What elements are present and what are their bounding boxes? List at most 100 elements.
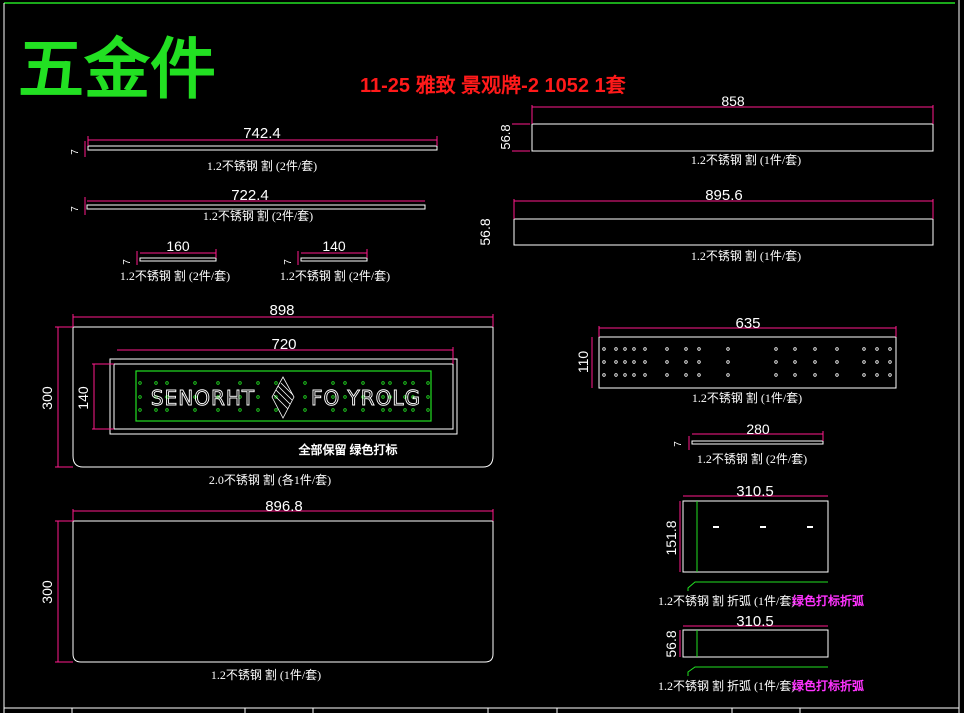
mount-dot xyxy=(813,373,817,377)
dim-thickness: 7 xyxy=(122,259,133,265)
mount-dot xyxy=(862,347,866,351)
sign-text-mirrored-right: FO YROLG xyxy=(311,386,421,410)
mount-dot xyxy=(875,360,879,364)
dim-height: 300 xyxy=(39,580,55,604)
mount-dot xyxy=(632,373,636,377)
part-back-panel: 896.8 300 1.2不锈钢 割 (1件/套) xyxy=(39,498,494,682)
dim-thickness: 7 xyxy=(673,441,684,447)
dim-width: 896.8 xyxy=(265,498,303,515)
dim-length: 722.4 xyxy=(231,187,269,204)
mount-dot xyxy=(193,408,197,412)
mount-dot xyxy=(697,373,701,377)
part-fold-panel-56: 310.5 56.8 1.2不锈钢 割 折弧 (1件/套) 绿色打标折弧 xyxy=(658,613,864,693)
dim-width: 635 xyxy=(735,315,760,332)
mount-dot xyxy=(665,347,669,351)
mount-holes xyxy=(602,347,892,377)
mount-dot xyxy=(165,395,169,399)
mount-dot xyxy=(835,360,839,364)
mount-dot xyxy=(256,381,260,385)
dim-height: 300 xyxy=(39,386,55,410)
mount-dot xyxy=(875,347,879,351)
mount-dot xyxy=(697,360,701,364)
part-note: 1.2不锈钢 割 折弧 (1件/套) xyxy=(658,678,795,693)
mount-dot xyxy=(665,360,669,364)
mount-dot xyxy=(813,360,817,364)
mount-dot xyxy=(381,381,385,385)
mount-dot xyxy=(274,381,278,385)
part-note: 1.2不锈钢 割 (1件/套) xyxy=(692,390,802,405)
mount-dot xyxy=(138,381,142,385)
part-strip-160: 160 7 1.2不锈钢 割 (2件/套) xyxy=(120,238,230,283)
mount-dot xyxy=(602,347,606,351)
mount-dot xyxy=(793,347,797,351)
dim-thickness: 7 xyxy=(283,259,294,265)
mount-dot xyxy=(256,408,260,412)
mount-dot xyxy=(256,395,260,399)
mount-dot xyxy=(138,395,142,399)
mount-dot xyxy=(697,347,701,351)
mount-dot xyxy=(793,373,797,377)
part-fold-panel-151: 310.5 151.8 1.2不锈钢 割 折弧 (1件/套) 绿色打标折弧 xyxy=(658,483,864,608)
dim-height: 110 xyxy=(575,351,591,374)
mount-dot xyxy=(403,381,407,385)
part-note: 1.2不锈钢 割 (2件/套) xyxy=(280,268,390,283)
category-label: 五金件 xyxy=(18,30,216,108)
part-note-color: 绿色打标折弧 xyxy=(792,593,864,608)
part-strip-140: 140 7 1.2不锈钢 割 (2件/套) xyxy=(280,238,390,283)
dim-height: 56.8 xyxy=(663,630,679,657)
mount-dot xyxy=(875,373,879,377)
mount-dot xyxy=(154,381,158,385)
green-mark-frame xyxy=(135,370,432,422)
part-holes-panel: 635 110 1.2不锈钢 割 (1件/套) xyxy=(575,315,897,405)
part-panel-858: 858 56.8 1.2不锈钢 割 (1件/套) xyxy=(498,93,934,167)
mount-dot xyxy=(623,360,627,364)
title-block-dividers xyxy=(71,708,801,713)
mount-dot xyxy=(361,408,365,412)
mount-dot xyxy=(303,395,307,399)
part-panel-895: 895.6 56.8 1.2不锈钢 割 (1件/套) xyxy=(477,187,934,263)
mount-dot xyxy=(216,395,220,399)
mount-dot xyxy=(643,347,647,351)
inner-note: 全部保留 绿色打标 xyxy=(297,442,397,457)
mount-dot xyxy=(216,381,220,385)
part-note: 1.2不锈钢 割 (2件/套) xyxy=(697,451,807,466)
mount-dot xyxy=(862,373,866,377)
dim-length: 160 xyxy=(166,238,190,254)
mount-dot xyxy=(388,395,392,399)
mount-dot xyxy=(774,347,778,351)
mount-dot xyxy=(381,395,385,399)
mount-dot xyxy=(726,373,730,377)
dim-inner-width: 720 xyxy=(271,336,296,353)
part-strip-280: 280 7 1.2不锈钢 割 (2件/套) xyxy=(673,421,824,466)
mount-dot xyxy=(614,347,618,351)
drawing-title: 11-25 雅致 景观牌-2 1052 1套 xyxy=(360,73,626,97)
mount-dot xyxy=(643,373,647,377)
part-note: 1.2不锈钢 割 (2件/套) xyxy=(203,208,313,223)
dim-length: 895.6 xyxy=(705,187,743,204)
mount-dot xyxy=(331,408,335,412)
dim-thickness: 7 xyxy=(70,149,81,155)
mount-dots xyxy=(138,381,430,412)
mount-dot xyxy=(193,381,197,385)
mount-dot xyxy=(274,408,278,412)
mount-dot xyxy=(684,360,688,364)
part-note: 1.2不锈钢 割 (2件/套) xyxy=(120,268,230,283)
mount-dot xyxy=(426,395,430,399)
part-face-panel: 898 300 720 140 SENORHT FO YROLG 全部保留 绿色… xyxy=(39,302,494,487)
mount-dot xyxy=(331,381,335,385)
mount-dot xyxy=(274,395,278,399)
dim-width: 898 xyxy=(269,302,294,319)
part-note: 2.0不锈钢 割 (各1件/套) xyxy=(209,472,331,487)
dim-length: 140 xyxy=(322,238,346,254)
mount-dot xyxy=(623,347,627,351)
mount-dot xyxy=(216,408,220,412)
mount-dot xyxy=(238,408,242,412)
mount-dot xyxy=(343,381,347,385)
part-note: 1.2不锈钢 割 (1件/套) xyxy=(691,248,801,263)
dim-width: 310.5 xyxy=(736,483,774,500)
part-note: 1.2不锈钢 割 折弧 (1件/套) xyxy=(658,593,795,608)
part-strip-722: 722.4 7 1.2不锈钢 割 (2件/套) xyxy=(70,187,426,223)
mount-dot xyxy=(165,408,169,412)
mount-dot xyxy=(381,408,385,412)
